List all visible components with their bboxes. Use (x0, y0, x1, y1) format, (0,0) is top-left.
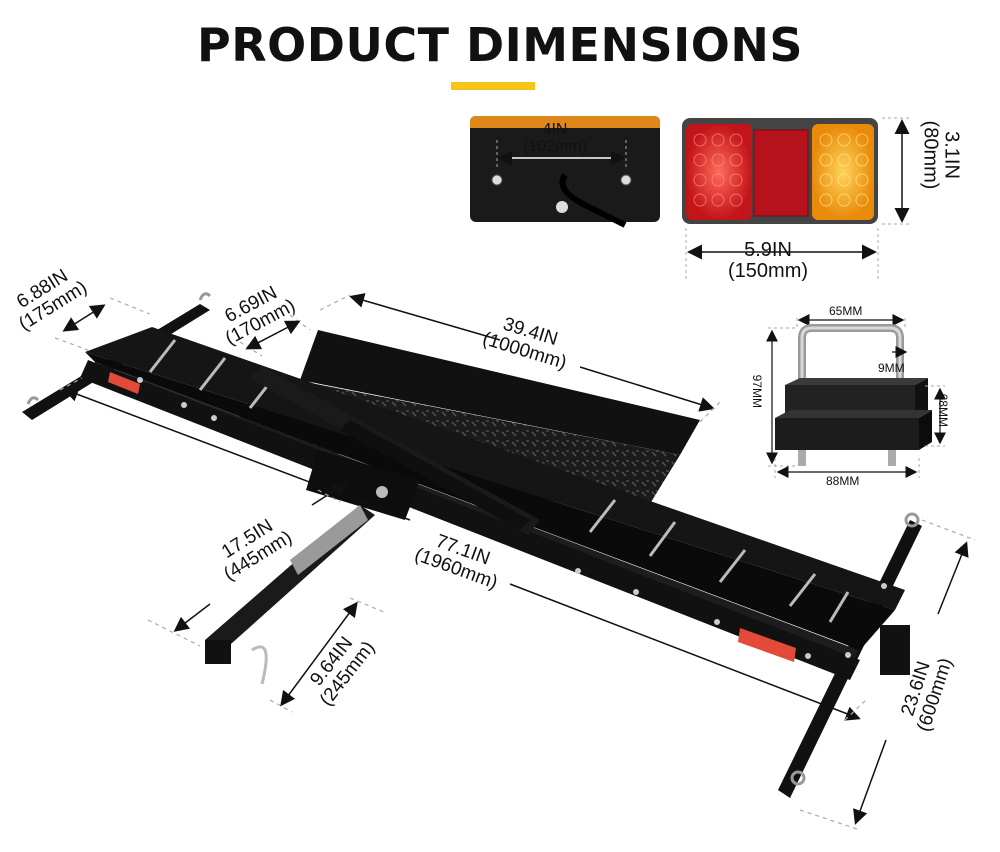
tail-light-back (470, 116, 660, 228)
bracket-height-label: 97MM (749, 374, 764, 408)
light-bolt-spacing-label: 4IN (102mm) (523, 121, 588, 155)
light-width-label: 5.9IN (150mm) (728, 239, 809, 282)
u-bolt-bracket (766, 314, 946, 478)
rack-dimension-lines (54, 293, 976, 831)
page-title: PRODUCT DIMENSIONS (197, 18, 803, 72)
bracket-clamp-height-label: 68MM (935, 393, 950, 427)
carrier-rack (22, 292, 922, 798)
bracket-top-width-label: 65MM (829, 304, 863, 318)
bracket-rod-label: 9MM (878, 361, 905, 375)
tail-light-front (682, 117, 912, 282)
title-underline (451, 82, 535, 90)
light-height-label: 3.1IN (80mm) (919, 120, 963, 190)
bracket-base-width-label: 88MM (826, 474, 860, 488)
